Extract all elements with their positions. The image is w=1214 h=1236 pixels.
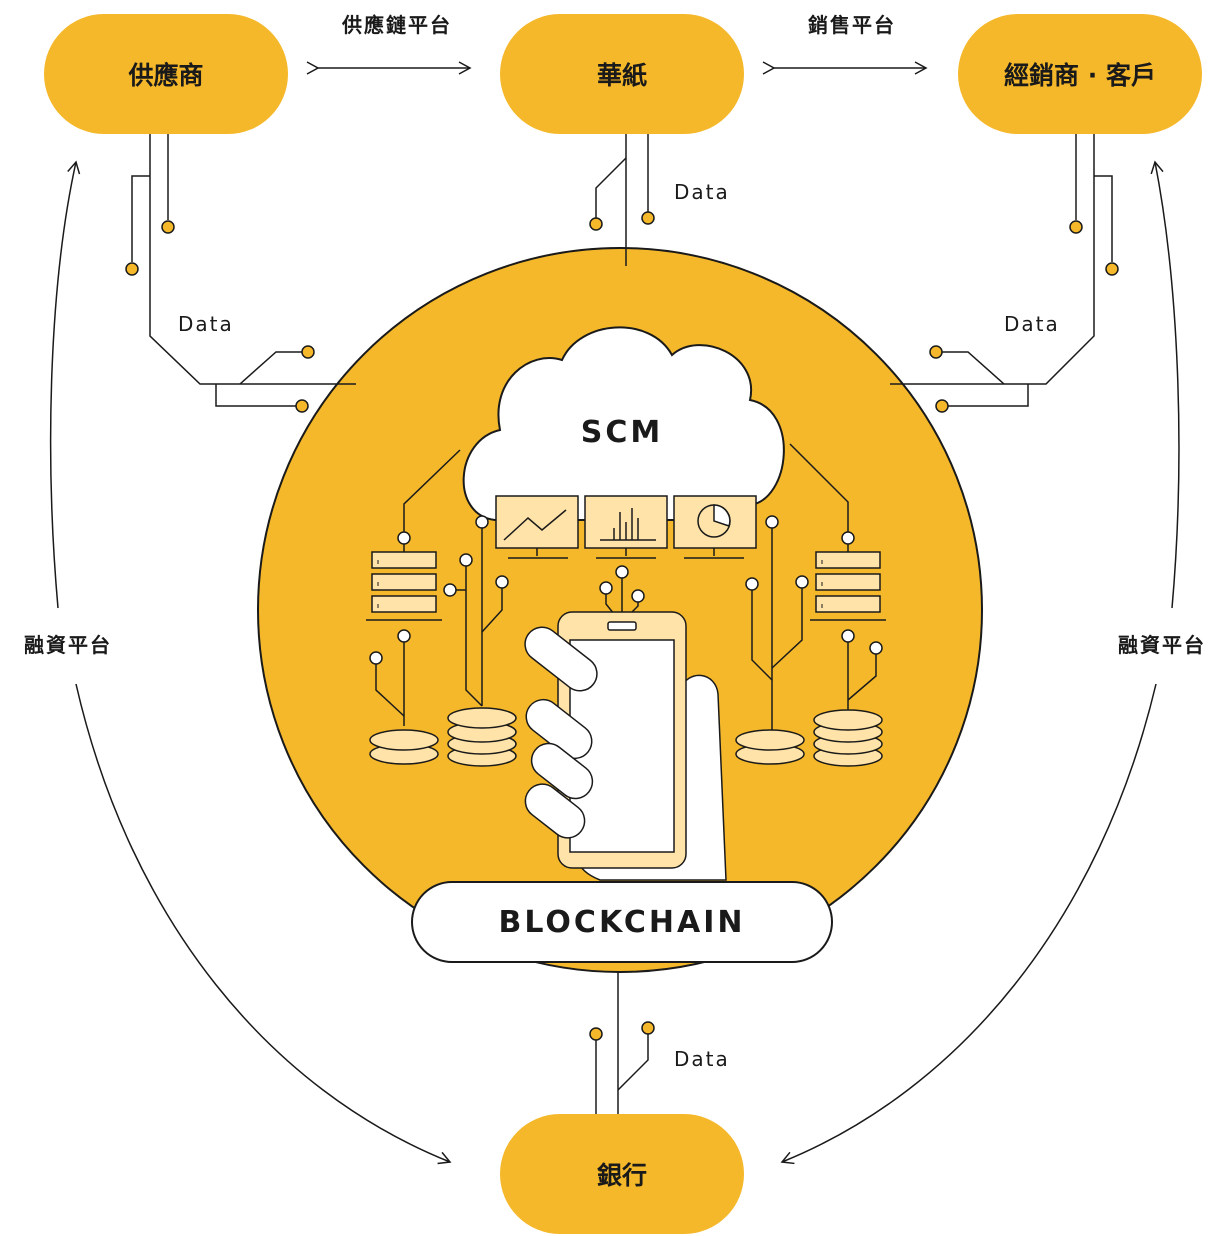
data-connector-bottom [595, 972, 649, 1114]
data-connector-top [595, 134, 649, 266]
hwa-paper-label: 華紙 [597, 61, 647, 90]
financing-arc-right-lower [780, 683, 1157, 1165]
coin-stack-right-tall-icon [813, 709, 883, 767]
cloud-links [403, 443, 849, 532]
financing-right-label: 融資平台 [1118, 633, 1206, 657]
line-chart-monitor-icon [495, 495, 579, 559]
data-connector-left [131, 134, 356, 407]
distributor-label: 經銷商 · 客戶 [1004, 61, 1156, 90]
coin-stack-left-small-icon [369, 729, 439, 765]
financing-arc-right-upper [1150, 160, 1180, 609]
data-connector-right [890, 134, 1113, 407]
hand-fingers-icon [524, 626, 598, 839]
sales-platform-label: 銷售平台 [808, 13, 896, 37]
supplier-node: 供應商 [44, 14, 288, 134]
blockchain-pill [411, 881, 833, 963]
scm-label: SCM [581, 415, 663, 450]
coin-stack-right-small-icon [735, 729, 805, 765]
server-stack-right-icon [810, 551, 886, 621]
distributor-node: 經銷商 · 客戶 [958, 14, 1202, 134]
left-tree-links [375, 528, 503, 726]
right-tree-links [751, 528, 877, 730]
server-stack-left-icon [366, 551, 442, 621]
financing-arc-left-upper [49, 160, 81, 609]
central-circle [257, 247, 983, 973]
supplier-label: 供應商 [127, 61, 203, 90]
data-label-top: Data [674, 180, 730, 204]
data-label-left: Data [178, 312, 234, 336]
data-label-right: Data [1004, 312, 1060, 336]
bank-label: 銀行 [597, 1161, 647, 1190]
blockchain-label: BLOCKCHAIN [499, 905, 746, 940]
financing-left-label: 融資平台 [24, 633, 112, 657]
bank-node: 銀行 [500, 1114, 744, 1234]
pie-chart-monitor-icon [673, 495, 757, 559]
bar-chart-monitor-icon [584, 495, 668, 559]
supply-chain-platform-label: 供應鏈平台 [341, 13, 452, 37]
scm-cloud-icon [462, 326, 785, 521]
coin-stack-left-tall-icon [447, 707, 517, 767]
data-label-bottom: Data [674, 1047, 730, 1071]
financing-arc-left-lower [75, 683, 452, 1165]
hwa-paper-node: 華紙 [500, 14, 744, 134]
